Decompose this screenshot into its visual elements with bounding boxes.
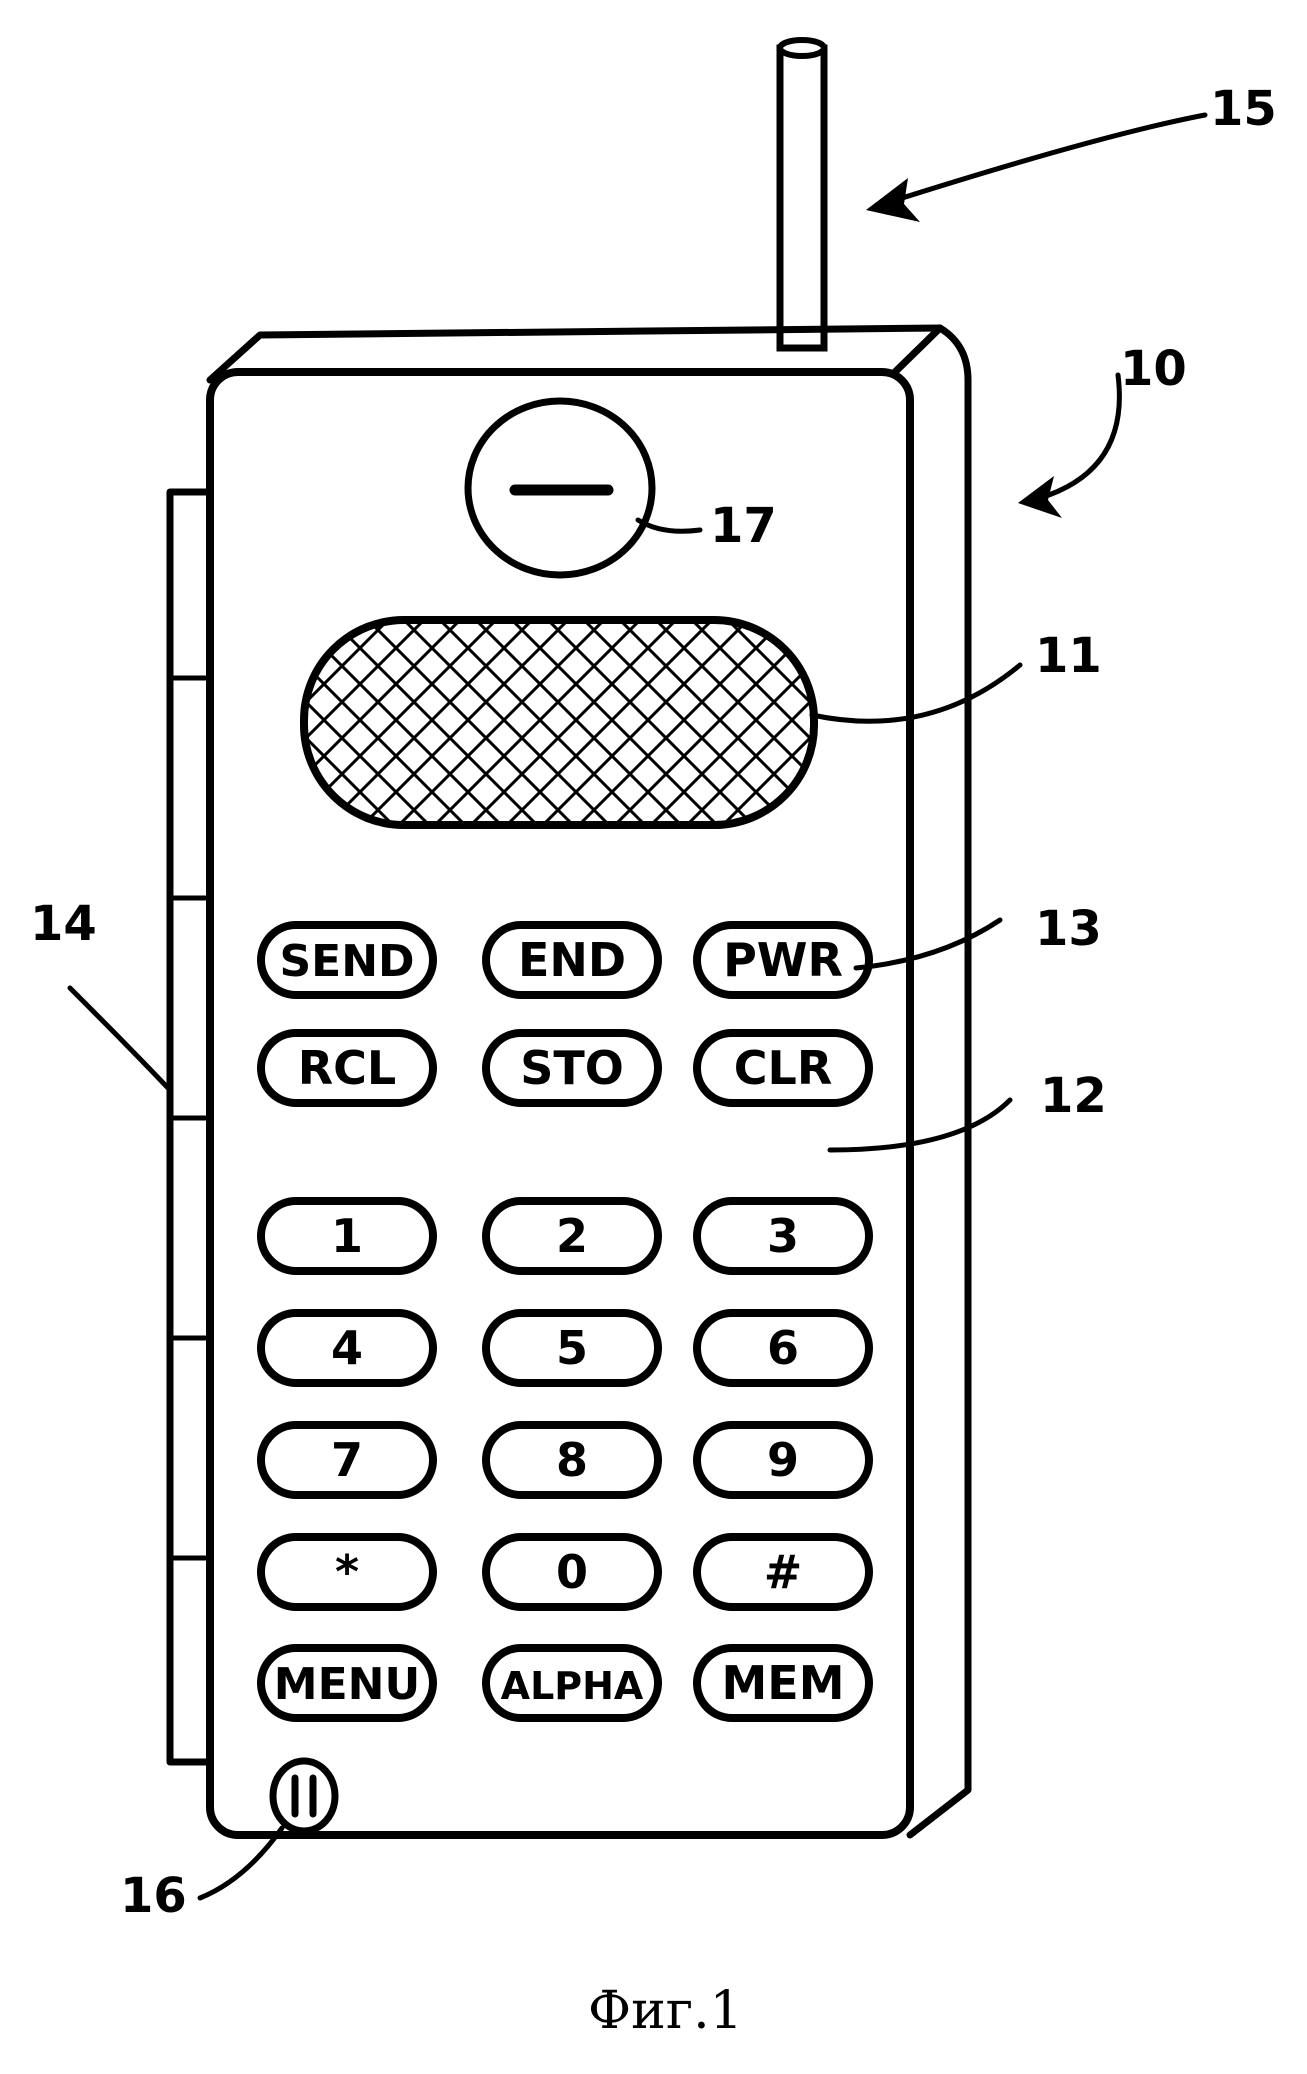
- keypad: SEND END PWR RCL STO CLR 1 2 3 4 5 6 7 8 9 * 0 # MENU ALPHA…: [261, 925, 869, 1718]
- key-label: 9: [767, 1433, 799, 1487]
- key-star: *: [261, 1537, 433, 1607]
- key-label: 6: [767, 1321, 799, 1375]
- label-16: 16: [120, 1868, 187, 1924]
- key-label: 2: [556, 1209, 588, 1263]
- key-2: 2: [486, 1201, 658, 1271]
- microphone: [273, 1761, 335, 1831]
- key-label: 5: [556, 1321, 588, 1375]
- key-label: *: [335, 1545, 359, 1599]
- key-clr: CLR: [697, 1033, 869, 1103]
- key-rcl: RCL: [261, 1033, 433, 1103]
- key-label: SEND: [279, 936, 414, 987]
- label-17: 17: [710, 498, 777, 554]
- key-label: CLR: [734, 1041, 833, 1095]
- label-12: 12: [1040, 1068, 1107, 1124]
- key-label: 3: [767, 1209, 799, 1263]
- display: [304, 620, 814, 825]
- antenna: [780, 40, 824, 348]
- key-7: 7: [261, 1425, 433, 1495]
- key-label: 0: [556, 1545, 588, 1599]
- key-mem: MEM: [697, 1648, 869, 1718]
- speaker: [468, 401, 652, 575]
- key-label: #: [764, 1545, 803, 1599]
- key-label: END: [518, 933, 626, 987]
- key-label: PWR: [723, 933, 843, 987]
- key-send: SEND: [261, 925, 433, 995]
- key-6: 6: [697, 1313, 869, 1383]
- key-3: 3: [697, 1201, 869, 1271]
- key-label: MENU: [274, 1659, 420, 1710]
- key-label: ALPHA: [501, 1664, 644, 1708]
- key-alpha: ALPHA: [486, 1648, 658, 1718]
- key-label: 4: [331, 1321, 363, 1375]
- key-8: 8: [486, 1425, 658, 1495]
- key-pwr: PWR: [697, 925, 869, 995]
- side-buttons: [170, 492, 210, 1762]
- label-14: 14: [30, 896, 97, 952]
- key-1: 1: [261, 1201, 433, 1271]
- key-end: END: [486, 925, 658, 995]
- label-11: 11: [1035, 628, 1102, 684]
- key-5: 5: [486, 1313, 658, 1383]
- figure-caption: Фиг.1: [588, 1981, 743, 2041]
- label-15: 15: [1210, 81, 1277, 137]
- key-label: STO: [520, 1041, 624, 1095]
- key-0: 0: [486, 1537, 658, 1607]
- label-10: 10: [1120, 341, 1187, 397]
- key-4: 4: [261, 1313, 433, 1383]
- key-9: 9: [697, 1425, 869, 1495]
- key-label: 7: [331, 1433, 363, 1487]
- key-label: RCL: [298, 1041, 397, 1095]
- key-label: MEM: [722, 1656, 845, 1710]
- label-13: 13: [1035, 901, 1102, 957]
- key-hash: #: [697, 1537, 869, 1607]
- key-label: 1: [331, 1209, 363, 1263]
- key-sto: STO: [486, 1033, 658, 1103]
- key-menu: MENU: [261, 1648, 433, 1718]
- key-label: 8: [556, 1433, 588, 1487]
